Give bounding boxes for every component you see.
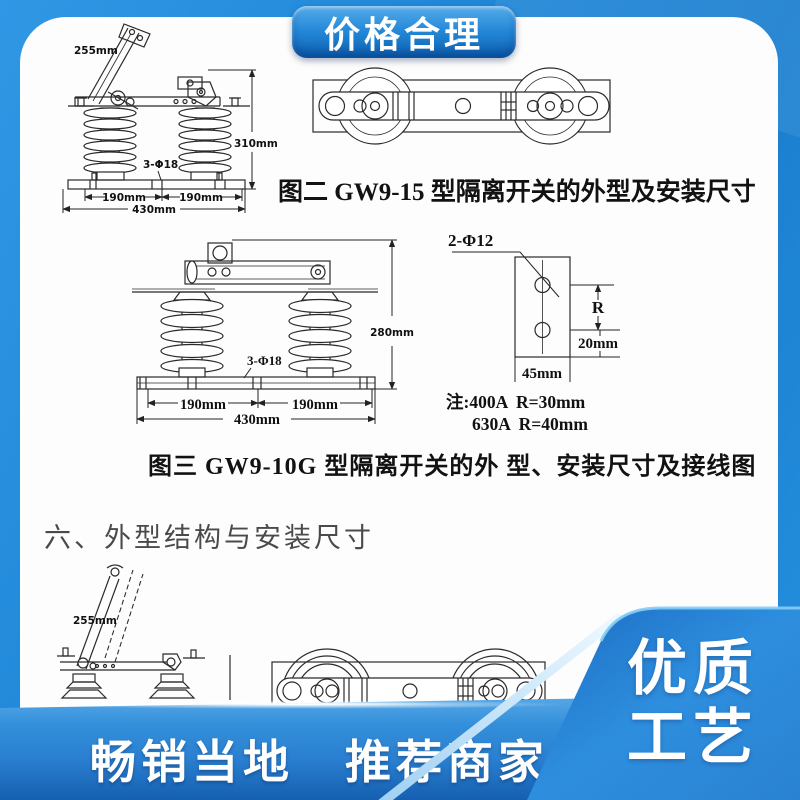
corner-quality-line1: 优质 [627,635,759,702]
bottom-plan-view-drawing [271,648,546,708]
panel-top-highlight [599,606,800,642]
mounting-plate-drawing: 2-Φ12 R 20mm 45mm 注:400A R=30mm 630A R=4… [446,231,620,434]
plate-radius-label: R [592,298,605,317]
fig2-dim-holes: 3-Φ18 [143,159,178,171]
fig2-dim-span-right: 190mm [179,192,223,204]
section-heading: 六、外型结构与安装尺寸 [44,523,374,553]
fig2-dim-height: 310mm [234,138,278,150]
price-badge-label: 价格合理 [323,14,484,55]
plate-holes-label: 2-Φ12 [448,231,493,250]
panel-shape [527,608,800,800]
fig3-dim-holes: 3-Φ18 [247,353,282,368]
corner-quality-line2: 工艺 [627,704,759,771]
corner-quality-text: 优质 工艺 [595,634,791,772]
bottom-side-view-drawing: 255mm [57,564,231,700]
fig2-dim-span-left: 190mm [102,192,146,204]
fig3-dim-total: 430mm [234,412,280,428]
panel-edge-streak [378,613,623,800]
bottom-dim-arm: 255mm [73,615,117,627]
fig3-dim-span-left: 190mm [180,397,226,413]
figure2-caption: 图二 GW9-15 型隔离开关的外型及安装尺寸 [278,179,756,206]
fig3-dim-height: 280mm [370,327,414,339]
plate-pitch-label: 20mm [578,336,618,352]
figure2-side-view-drawing: 255mm 310mm 3-Φ18 190mm 190mm 430mm [62,23,278,216]
corner-quality-panel [378,606,800,800]
plate-note-line1: 注:400A R=30mm [446,392,586,412]
bottom-banner-text: 畅销当地 推荐商家 [90,736,549,788]
figure3-caption: 图三 GW9-10G 型隔离开关的外 型、安装尺寸及接线图 [148,454,757,480]
price-badge: 价格合理 [292,6,516,58]
banner-light-streak-core [160,702,440,706]
figure2-plan-view-drawing [312,67,611,145]
plate-width-label: 45mm [522,366,562,382]
fig3-dim-span-right: 190mm [292,397,338,413]
fig2-dim-total: 430mm [132,204,176,216]
plate-note-line2: 630A R=40mm [472,414,588,434]
figure3-side-view-drawing: 280mm 3-Φ18 190mm 190mm 430mm [132,239,414,428]
fig2-dim-arm: 255mm [74,45,118,57]
